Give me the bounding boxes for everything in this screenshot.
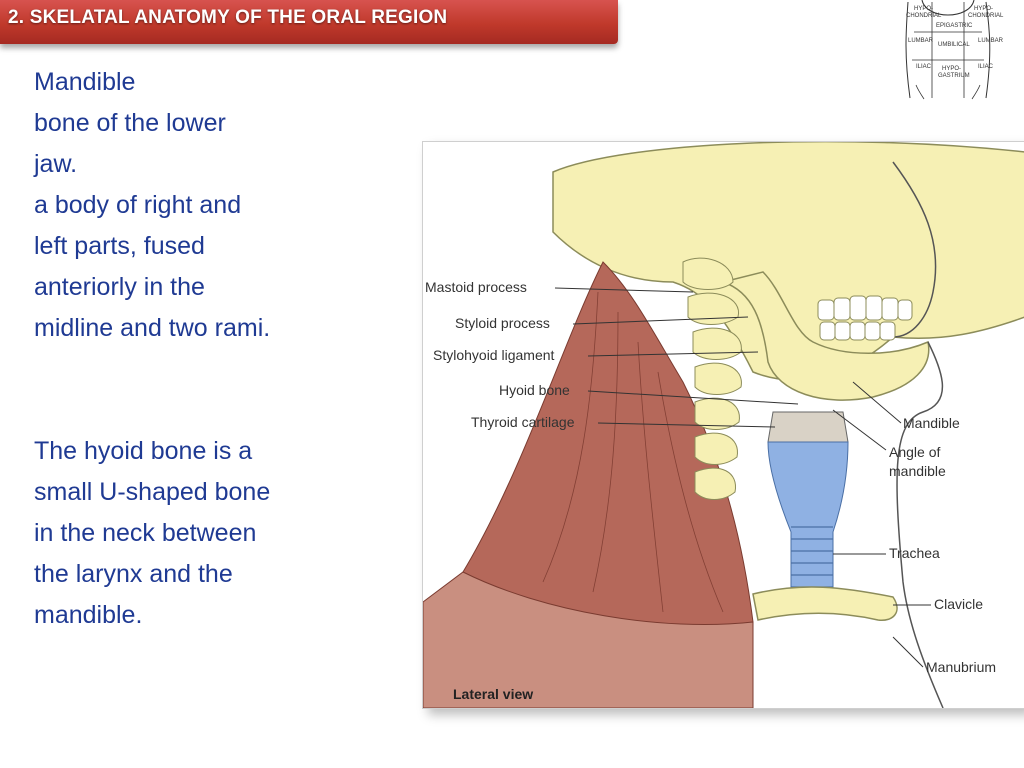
neck-anatomy-figure: Mastoid process Styloid process Stylohyo… (422, 141, 1024, 709)
label-trachea: Trachea (889, 545, 940, 561)
region-label: EPIGASTRIC (936, 23, 973, 29)
region-label: HYPO- (914, 6, 933, 12)
text-line: anteriorly in the (34, 273, 205, 301)
body-text: Mandible bone of the lower jaw. a body o… (34, 62, 364, 636)
slide-title-bar: 2. SKELATAL ANATOMY OF THE ORAL REGION (0, 0, 618, 44)
region-label: UMBILICAL (938, 42, 970, 48)
text-line: the larynx and the (34, 560, 233, 588)
label-clavicle: Clavicle (934, 596, 983, 612)
thyroid-cartilage-shape (767, 411, 849, 443)
abdomen-regions-diagram: HYPO- CHONDRIAL EPIGASTRIC HYPO- CHONDRI… (905, 0, 1004, 100)
region-label: LUMBAR (908, 38, 934, 44)
figure-caption: Lateral view (453, 686, 533, 702)
cervical-vertebrae (682, 257, 742, 500)
label-manubrium: Manubrium (926, 659, 996, 675)
text-line: small U-shaped bone (34, 478, 271, 506)
text-line: mandible. (34, 601, 143, 629)
neck-anatomy-illustration: Mastoid process Styloid process Stylohyo… (423, 142, 1024, 708)
label-hyoid-bone: Hyoid bone (499, 382, 570, 398)
text-line: midline and two rami. (34, 314, 271, 342)
region-label: ILIAC (916, 64, 932, 70)
region-label: CHONDRIAL (906, 13, 942, 19)
region-label: GASTRIUM (938, 73, 970, 79)
text-line: The hyoid bone is a (34, 437, 253, 465)
label-angle-of-mandible-1: Angle of (889, 444, 940, 460)
text-line: bone of the lower (34, 109, 226, 137)
label-thyroid-cartilage: Thyroid cartilage (471, 414, 575, 430)
text-line: a body of right and (34, 191, 242, 219)
teeth (817, 295, 913, 341)
mandible-shape (720, 271, 930, 401)
region-label: ILIAC (978, 64, 994, 70)
clavicle-shape (752, 586, 898, 621)
label-mandible: Mandible (903, 415, 960, 431)
text-line: Mandible (34, 68, 136, 96)
label-stylohyoid-ligament: Stylohyoid ligament (433, 347, 555, 363)
region-label: CHONDRIAL (968, 13, 1004, 19)
slide-title: 2. SKELATAL ANATOMY OF THE ORAL REGION (8, 7, 448, 28)
label-styloid-process: Styloid process (455, 315, 550, 331)
text-line: left parts, fused (34, 232, 205, 260)
leader-lines (554, 287, 931, 668)
region-label: HYPO- (942, 66, 961, 72)
label-mastoid-process: Mastoid process (425, 279, 527, 295)
label-angle-of-mandible-2: mandible (889, 463, 946, 479)
larynx-shape (767, 441, 849, 593)
text-line: jaw. (34, 150, 78, 178)
region-label: HYPO- (974, 6, 993, 12)
text-line: in the neck between (34, 519, 257, 547)
region-label: LUMBAR (978, 38, 1004, 44)
